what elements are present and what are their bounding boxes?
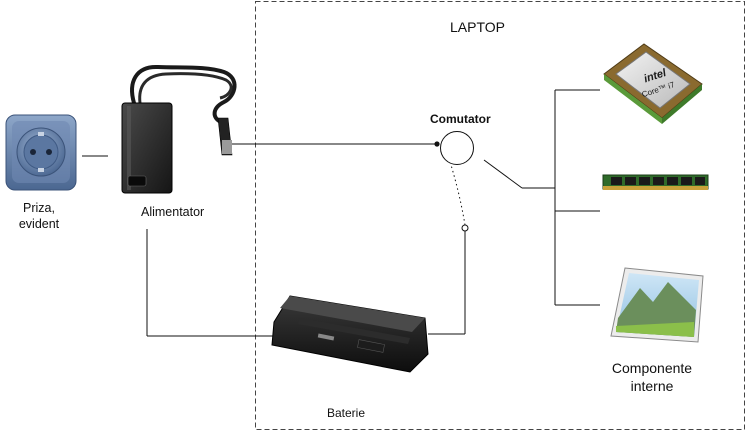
switch-battery-contact xyxy=(461,224,469,232)
switch-contact-dot xyxy=(434,141,440,147)
battery-icon xyxy=(271,295,429,373)
wall-outlet-icon xyxy=(5,114,77,191)
connections xyxy=(82,89,600,337)
battery-label: Baterie xyxy=(327,406,366,420)
components-label: Componente interne xyxy=(611,360,693,394)
laptop-title: LAPTOP xyxy=(450,19,505,35)
adapter-label: Alimentator xyxy=(141,205,205,219)
monitor-icon xyxy=(610,267,704,343)
power-adapter-icon xyxy=(121,64,237,194)
cpu-icon: intel Core™ i7 xyxy=(603,43,703,124)
switch-circle xyxy=(440,131,474,165)
laptop-boundary xyxy=(255,1,745,430)
switch-label: Comutator xyxy=(430,112,491,126)
ram-module-icon xyxy=(602,174,709,190)
outlet-label: Priza, evident xyxy=(18,201,60,231)
